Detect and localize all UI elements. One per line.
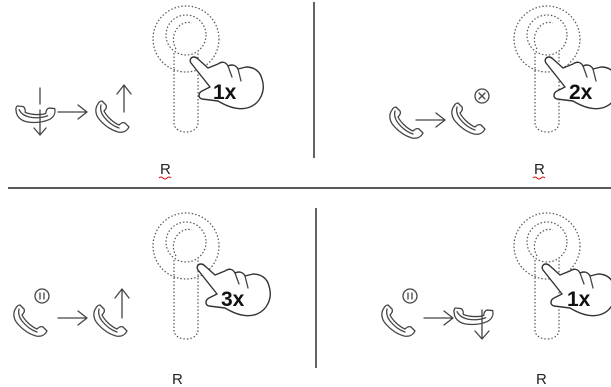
down-arrow-icon [474, 309, 490, 340]
r-button-label: R [536, 371, 547, 387]
phone-handset-icon [11, 87, 59, 135]
phone-handset-icon [381, 304, 416, 337]
panel-bottom-left: 3x R [13, 212, 271, 387]
tap-count-label: 2x [569, 81, 593, 104]
phone-handset-icon [451, 102, 486, 135]
up-arrow-icon [114, 288, 130, 319]
hold-icon [34, 288, 50, 304]
spellcheck-underline [158, 176, 172, 180]
spellcheck-underline [532, 176, 546, 180]
r-button-label: R [534, 161, 545, 178]
up-arrow-icon [116, 84, 132, 113]
tap-count-label: 1x [213, 81, 237, 104]
reject-x-icon [474, 88, 490, 104]
phone-handset-icon [449, 289, 497, 337]
call-arrows-icon [33, 87, 47, 136]
arrow-right-icon [57, 310, 88, 326]
arrow-right-icon [415, 112, 446, 128]
phone-handset-icon [389, 106, 424, 139]
panel-bottom-right: 1x R [381, 212, 611, 387]
arrow-right-icon [423, 310, 454, 326]
arrow-right-icon [57, 104, 88, 120]
r-button-label: R [172, 371, 183, 387]
tap-count-label: 1x [567, 288, 591, 311]
r-button-label: R [160, 161, 171, 178]
tap-count-label: 3x [221, 288, 245, 311]
phone-handset-icon [13, 304, 48, 337]
panel-top-right: 2x R [389, 5, 611, 180]
hold-icon [402, 288, 418, 304]
panel-top-left: 1x R [11, 5, 264, 180]
